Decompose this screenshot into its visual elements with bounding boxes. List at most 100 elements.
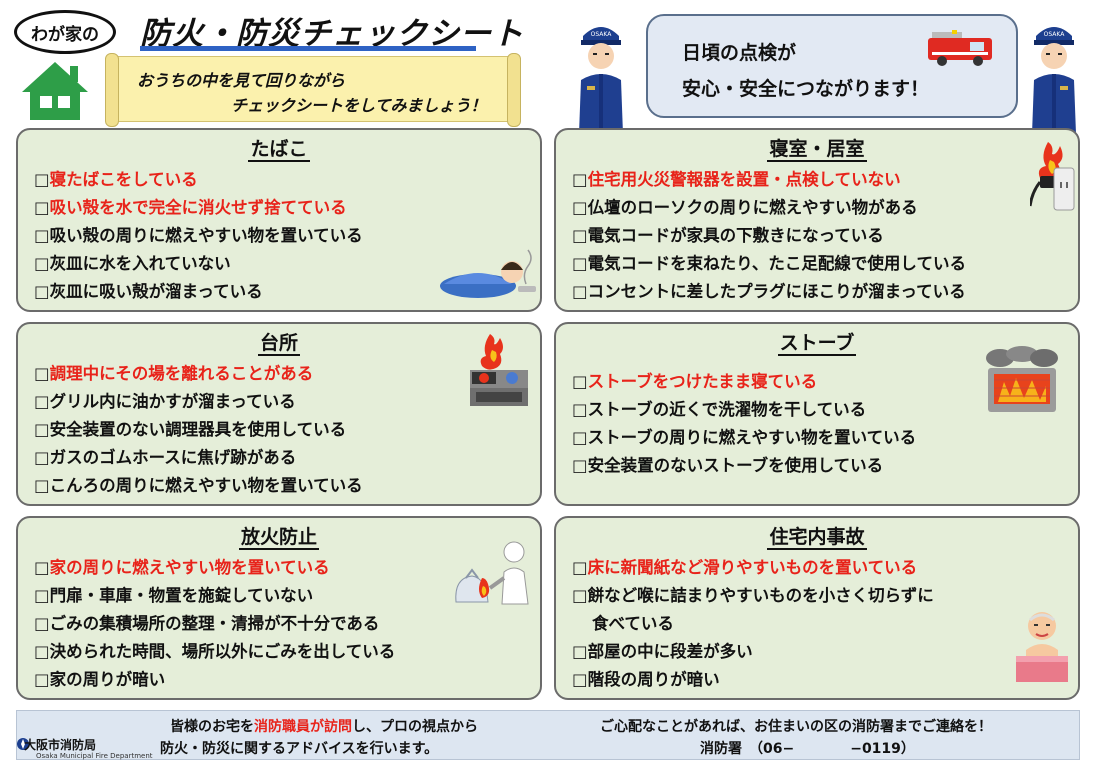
firefighter-right-illustration: OSAKA [1032, 27, 1076, 134]
home-badge-label: わが家の [31, 24, 99, 45]
check-item[interactable]: □調理中にその場を離れることがある [34, 360, 363, 388]
fire-department-emblem-icon [17, 738, 29, 750]
check-item[interactable]: □仏壇のローソクの周りに燃えやすい物がある [572, 194, 966, 222]
panel-title-text: ストーブ [777, 332, 857, 356]
checkbox-icon: □ [34, 614, 50, 633]
check-item[interactable]: □ストーブの近くで洗濯物を干している [572, 396, 916, 424]
elderly-mochi-illustration [1016, 612, 1068, 682]
check-item[interactable]: □階段の周りが暗い [572, 666, 934, 694]
checkbox-icon: □ [34, 364, 50, 383]
scroll-roll-right [507, 53, 521, 127]
panel-title-text: 住宅内事故 [767, 526, 867, 550]
check-item-label: 餅など喉に詰まりやすいものを小さく切らずに [587, 586, 934, 605]
check-item[interactable]: □床に新聞紙など滑りやすいものを置いている [572, 554, 934, 582]
checkbox-icon: □ [572, 198, 588, 217]
check-item[interactable]: □コンセントに差したプラグにほこりが溜まっている [572, 278, 966, 306]
check-item[interactable]: □家の周りに燃えやすい物を置いている [34, 554, 395, 582]
fire-truck-icon [928, 30, 992, 66]
panel-tabako: たばこ □寝たばこをしている □吸い殻を水で完全に消火せず捨てている □吸い殻の… [16, 128, 542, 312]
check-item[interactable]: □寝たばこをしている [34, 166, 363, 194]
check-item-label: 住宅用火災警報器を設置・点検していない [587, 170, 901, 189]
check-item[interactable]: □灰皿に水を入れていない [34, 250, 363, 278]
check-item[interactable]: □安全装置のない調理器具を使用している [34, 416, 363, 444]
checkbox-icon: □ [34, 642, 50, 661]
checklist: □寝たばこをしている □吸い殻を水で完全に消火せず捨てている □吸い殻の周りに燃… [34, 166, 363, 306]
check-item-label: 安全装置のないストーブを使用している [587, 456, 884, 475]
check-item[interactable]: □グリル内に油かすが溜まっている [34, 388, 363, 416]
banner-line-2: チェックシートをしてみましょう！ [231, 96, 487, 115]
check-item[interactable]: □ガスのゴムホースに焦げ跡がある [34, 444, 363, 472]
check-item[interactable]: □ストーブをつけたまま寝ている [572, 368, 916, 396]
check-item[interactable]: □決められた時間、場所以外にごみを出している [34, 638, 395, 666]
intro-banner: おうちの中を見て回りながら チェックシートをしてみましょう！ [105, 53, 521, 127]
panel-title: 寝室・居室 [556, 134, 1078, 162]
footer-left-line-1: 皆様のお宅を消防職員が訪問し、プロの視点から [170, 716, 478, 736]
checkbox-icon: □ [34, 586, 50, 605]
panel-title: ストーブ [556, 328, 1078, 356]
check-item-label: 部屋の中に段差が多い [587, 642, 753, 661]
message-box: 日頃の点検が 安心・安全につながります！ [646, 14, 1018, 118]
checklist: □住宅用火災警報器を設置・点検していない □仏壇のローソクの周りに燃えやすい物が… [572, 166, 966, 306]
check-item-label: 寝たばこをしている [49, 170, 198, 189]
checkbox-icon: □ [572, 254, 588, 273]
check-item[interactable]: □吸い殻の周りに燃えやすい物を置いている [34, 222, 363, 250]
banner-line-1: おうちの中を見て回りながら [137, 71, 346, 90]
check-item-label: 電気コードが家具の下敷きになっている [587, 226, 884, 245]
check-item[interactable]: □餅など喉に詰まりやすいものを小さく切らずに [572, 582, 934, 610]
check-item[interactable]: □ごみの集積場所の整理・清掃が不十分である [34, 610, 395, 638]
footer-right-line-1: ご心配なことがあれば、お住まいの区の消防署までご連絡を！ [600, 719, 992, 735]
check-item-label: グリル内に油かすが溜まっている [49, 392, 296, 411]
check-item[interactable]: □家の周りが暗い [34, 666, 395, 694]
panel-title-text: たばこ [248, 138, 310, 162]
check-item[interactable]: □電気コードを束ねたり、たこ足配線で使用している [572, 250, 966, 278]
check-item[interactable]: □こんろの周りに燃えやすい物を置いている [34, 472, 363, 500]
message-line-1: 日頃の点検が [682, 42, 797, 64]
checkbox-icon: □ [572, 400, 588, 419]
home-badge: わが家の [14, 10, 116, 54]
check-item-label: 灰皿に吸い殻が溜まっている [49, 282, 263, 301]
checkbox-icon: □ [34, 558, 50, 577]
check-item-label: 灰皿に水を入れていない [49, 254, 231, 273]
panel-title-text: 台所 [257, 332, 300, 356]
check-item[interactable]: □ストーブの周りに燃えやすい物を置いている [572, 424, 916, 452]
check-item-label: 調理中にその場を離れることがある [49, 364, 314, 383]
panel-title: 放火防止 [18, 522, 540, 550]
fighter-right-cap-label: OSAKA [1044, 31, 1066, 38]
check-item[interactable]: □門扉・車庫・物置を施錠していない [34, 582, 395, 610]
checkbox-icon: □ [572, 170, 588, 189]
footer-contact-number: 消防署 （06− −0119） [700, 741, 915, 757]
check-item-label: 電気コードを束ねたり、たこ足配線で使用している [587, 254, 966, 273]
firefighter-left-illustration: OSAKA [579, 27, 623, 134]
check-item[interactable]: □電気コードが家具の下敷きになっている [572, 222, 966, 250]
fire-department-logo-text: 大阪市消防局 [24, 738, 97, 752]
check-item[interactable]: □安全装置のないストーブを使用している [572, 452, 916, 480]
panel-title: 住宅内事故 [556, 522, 1078, 550]
sleeping-smoker-illustration [440, 249, 536, 298]
check-item[interactable]: □部屋の中に段差が多い [572, 638, 934, 666]
panel-stove: ストーブ □ストーブをつけたまま寝ている □ストーブの近くで洗濯物を干している … [554, 322, 1080, 506]
check-item-label: ガスのゴムホースに焦げ跡がある [49, 448, 297, 467]
checkbox-icon: □ [34, 476, 50, 495]
panel-title-text: 寝室・居室 [767, 138, 867, 162]
arsonist-illustration [455, 541, 529, 605]
check-item-label: 階段の周りが暗い [587, 670, 720, 689]
fighter-left-cap-label: OSAKA [591, 31, 613, 38]
check-item-label: 門扉・車庫・物置を施錠していない [49, 586, 314, 605]
check-item-label: ごみの集積場所の整理・清掃が不十分である [49, 614, 380, 633]
checkbox-icon: □ [34, 170, 50, 189]
checkbox-icon: □ [34, 254, 50, 273]
checklist: □家の周りに燃えやすい物を置いている □門扉・車庫・物置を施錠していない □ごみ… [34, 554, 395, 694]
check-item[interactable]: □灰皿に吸い殻が溜まっている [34, 278, 363, 306]
panel-daidokoro: 台所 □調理中にその場を離れることがある □グリル内に油かすが溜まっている □安… [16, 322, 542, 506]
check-item-label: 食べている [592, 614, 674, 633]
check-item-label: ストーブの近くで洗濯物を干している [587, 400, 867, 419]
check-item-label: 吸い殻の周りに燃えやすい物を置いている [49, 226, 363, 245]
panel-jiko: 住宅内事故 □床に新聞紙など滑りやすいものを置いている □餅など喉に詰まりやすい… [554, 516, 1080, 700]
checklist: □ストーブをつけたまま寝ている □ストーブの近くで洗濯物を干している □ストーブ… [572, 368, 916, 480]
fire-department-logo-subtext: Osaka Municipal Fire Department [36, 752, 153, 760]
checkbox-icon: □ [572, 586, 588, 605]
message-line-2: 安心・安全につながります！ [682, 78, 930, 100]
check-item[interactable]: □住宅用火災警報器を設置・点検していない [572, 166, 966, 194]
check-item[interactable]: □吸い殻を水で完全に消火せず捨てている [34, 194, 363, 222]
checkbox-icon: □ [572, 642, 588, 661]
